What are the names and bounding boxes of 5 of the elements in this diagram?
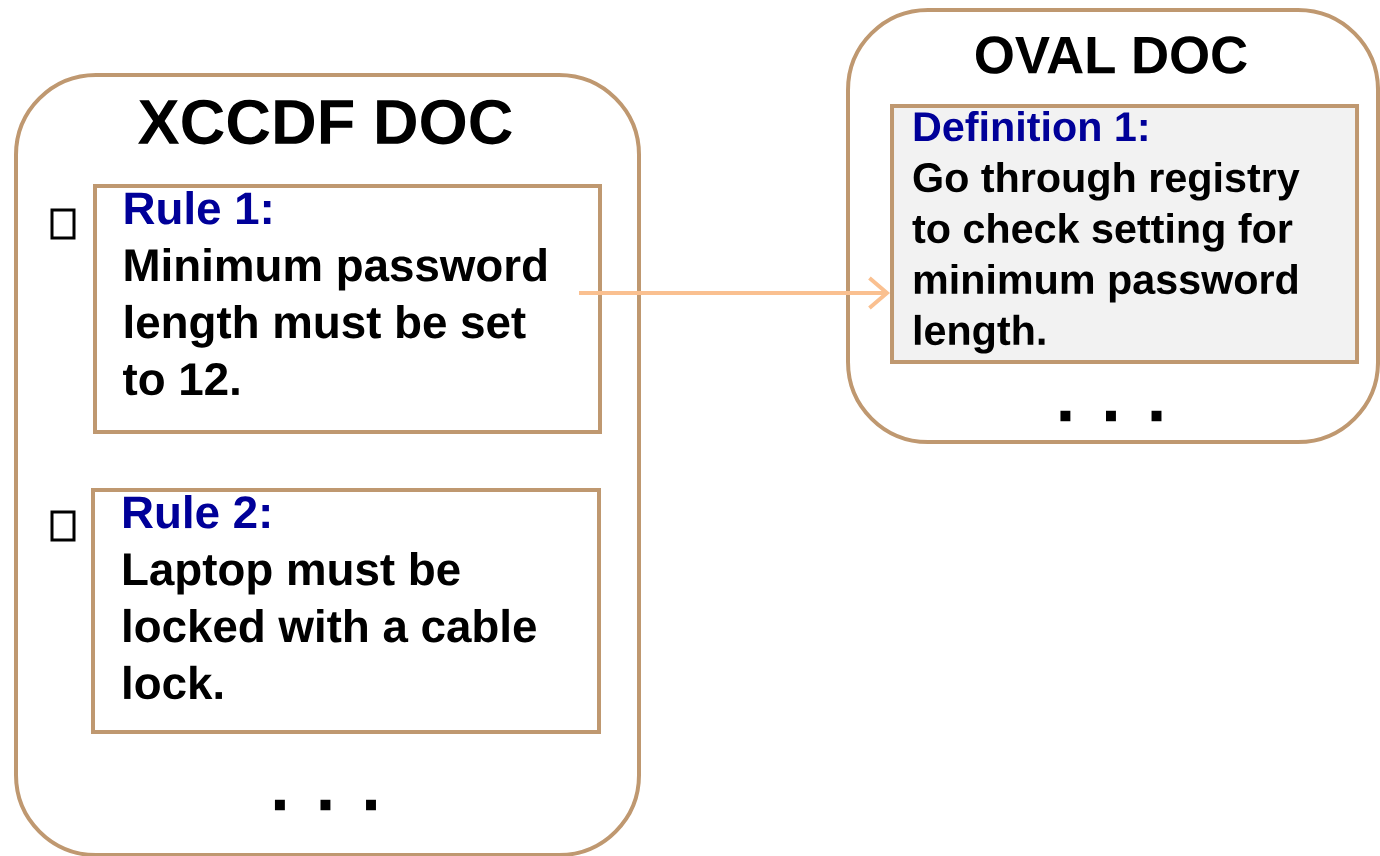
arrow bbox=[579, 276, 890, 310]
ellipsis: . . . bbox=[1060, 410, 1162, 422]
heading: XCCDF DOC bbox=[138, 99, 512, 145]
ellipsis: . . . bbox=[274, 799, 376, 811]
heading: OVAL DOC bbox=[976, 36, 1247, 74]
